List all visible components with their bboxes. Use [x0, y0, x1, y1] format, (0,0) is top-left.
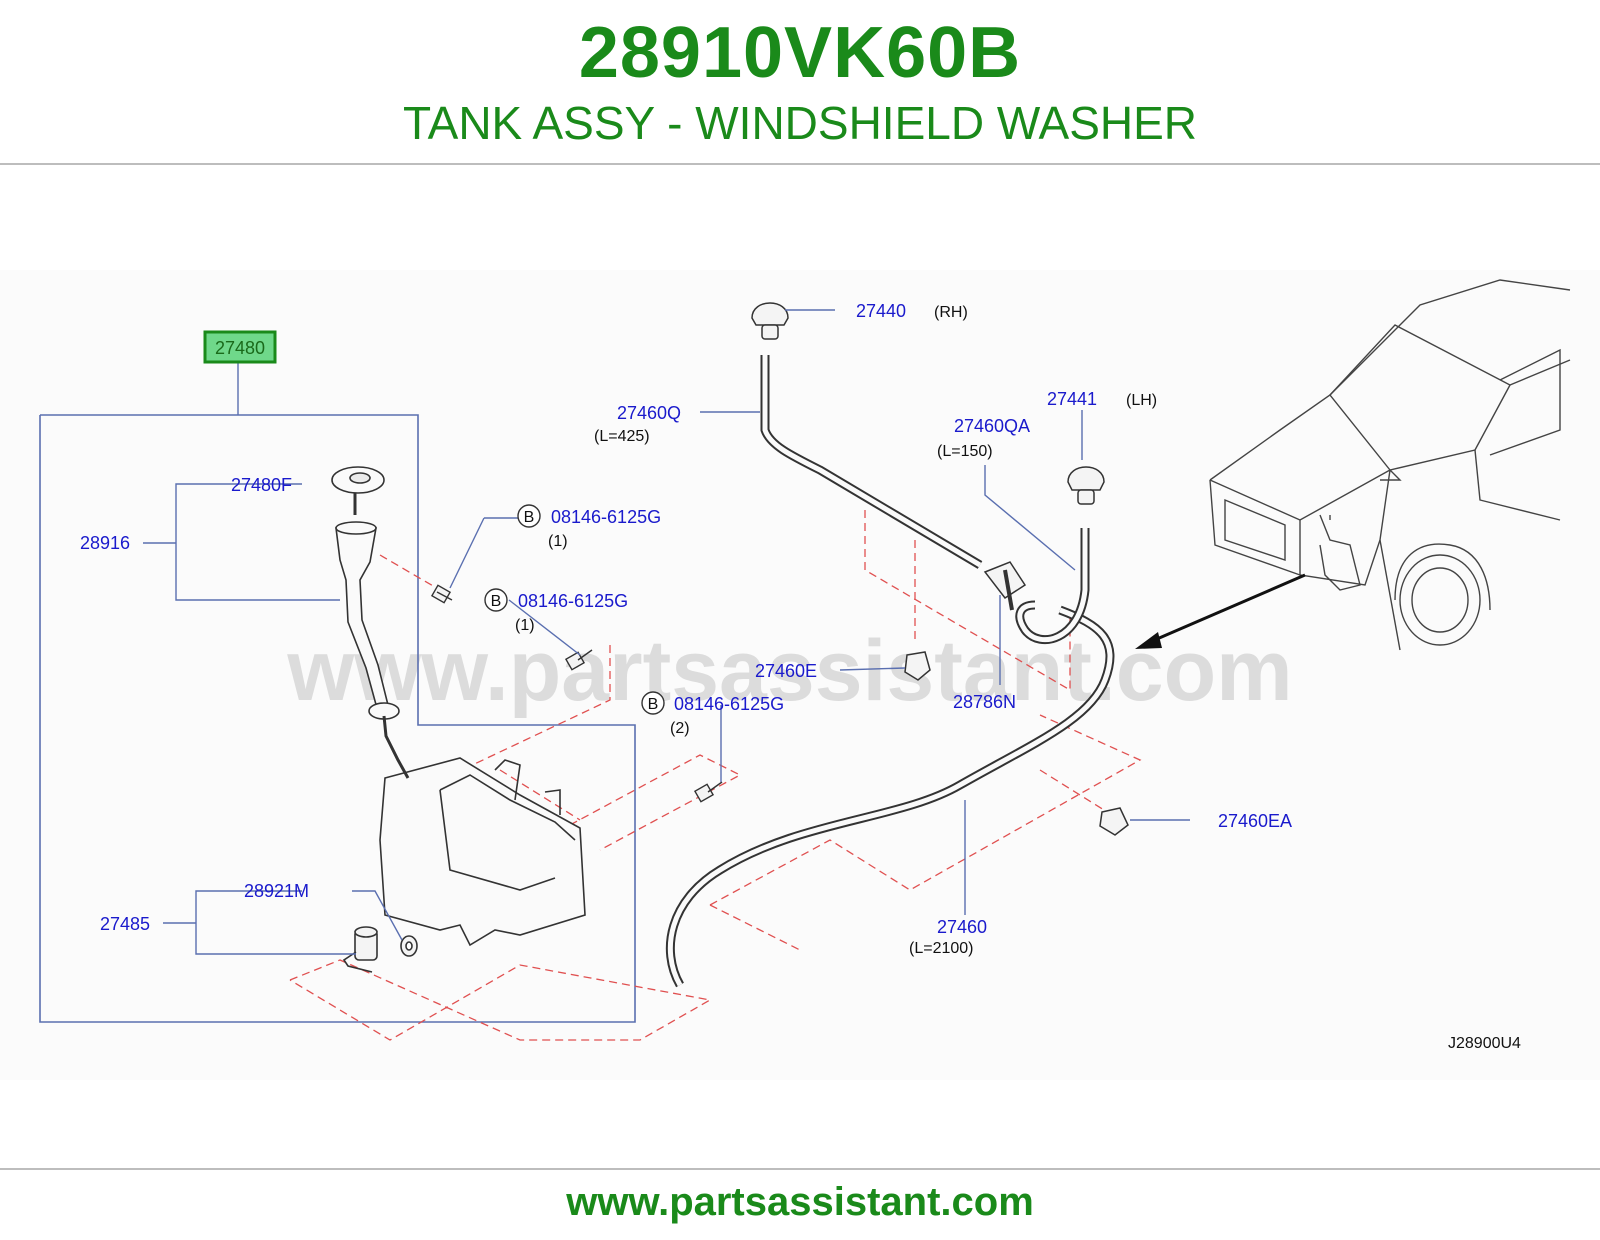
- qty-bolt-2: (1): [515, 617, 535, 634]
- svg-text:B: B: [524, 509, 535, 526]
- callout-28786N[interactable]: 28786N: [953, 692, 1016, 712]
- callout-27460QA[interactable]: 27460QA: [954, 416, 1030, 436]
- washer-nozzle-rh: [751, 302, 789, 340]
- callout-27460EA[interactable]: 27460EA: [1218, 811, 1292, 831]
- callout-27460[interactable]: 27460: [937, 917, 987, 937]
- callout-bolt-08146-6125G-2[interactable]: 08146-6125G: [518, 591, 628, 611]
- filler-cap: [331, 466, 385, 515]
- watermark: www.partsassistant.com: [286, 623, 1292, 719]
- callout-bolt-08146-6125G-1[interactable]: 08146-6125G: [551, 507, 661, 527]
- callout-27480F[interactable]: 27480F: [231, 475, 292, 495]
- bolt-1: [430, 584, 453, 604]
- callout-27440[interactable]: 27440: [856, 301, 906, 321]
- svg-text:B: B: [491, 593, 502, 610]
- washer-pump: [342, 926, 378, 973]
- callout-27460E[interactable]: 27460E: [755, 661, 817, 681]
- assembly-frame: [39, 414, 636, 1023]
- vehicle-sketch: [1209, 279, 1571, 651]
- callout-28916[interactable]: 28916: [80, 533, 130, 553]
- side-rh: (RH): [934, 304, 968, 321]
- callout-leader-lines: [143, 309, 1190, 955]
- svg-text:B: B: [648, 696, 659, 713]
- length-27460QA: (L=150): [937, 443, 993, 460]
- washer-hoses: [665, 355, 1115, 988]
- length-27460: (L=2100): [909, 940, 974, 957]
- bolt-2: [564, 649, 593, 671]
- diagram-code: J28900U4: [1448, 1035, 1521, 1052]
- callout-bolt-08146-6125G-3[interactable]: 08146-6125G: [674, 694, 784, 714]
- parts-diagram: www.partsassistant.com: [0, 270, 1600, 1080]
- washer-tank: [379, 757, 586, 947]
- footer-divider: [0, 1168, 1600, 1170]
- callout-28921M[interactable]: 28921M: [244, 881, 309, 901]
- svg-text:27480: 27480: [215, 338, 265, 358]
- qty-bolt-3: (2): [670, 720, 690, 737]
- washer-nozzle-lh: [1067, 466, 1105, 505]
- bolt-symbol-b-1: B: [517, 504, 541, 528]
- bolt-symbol-b-3: B: [641, 691, 665, 715]
- hose-clip-27460EA: [1099, 807, 1129, 836]
- footer-url-link[interactable]: www.partsassistant.com: [566, 1180, 1034, 1224]
- qty-bolt-1: (1): [548, 533, 568, 550]
- highlighted-part-27480[interactable]: 27480: [203, 330, 277, 364]
- callout-27441[interactable]: 27441: [1047, 389, 1097, 409]
- hose-joint: [983, 561, 1027, 611]
- side-lh: (LH): [1126, 392, 1157, 409]
- parts-diagram-svg: www.partsassistant.com: [39, 279, 1571, 1052]
- vehicle-location-arrow: [1135, 573, 1306, 649]
- length-27460Q: (L=425): [594, 428, 650, 445]
- hose-clip-27460E: [904, 651, 931, 681]
- page-header: 28910VK60B TANK ASSY - WINDSHIELD WASHER: [0, 0, 1600, 170]
- pump-grommet: [400, 935, 418, 957]
- filler-neck: [335, 521, 410, 779]
- part-number-title: 28910VK60B: [578, 13, 1022, 93]
- header-divider: [0, 163, 1600, 165]
- bolt-symbol-b-2: B: [484, 588, 508, 612]
- callout-27485[interactable]: 27485: [100, 914, 150, 934]
- part-name-subtitle: TANK ASSY - WINDSHIELD WASHER: [402, 97, 1198, 149]
- callout-27460Q[interactable]: 27460Q: [617, 403, 681, 423]
- bolt-3: [693, 781, 723, 803]
